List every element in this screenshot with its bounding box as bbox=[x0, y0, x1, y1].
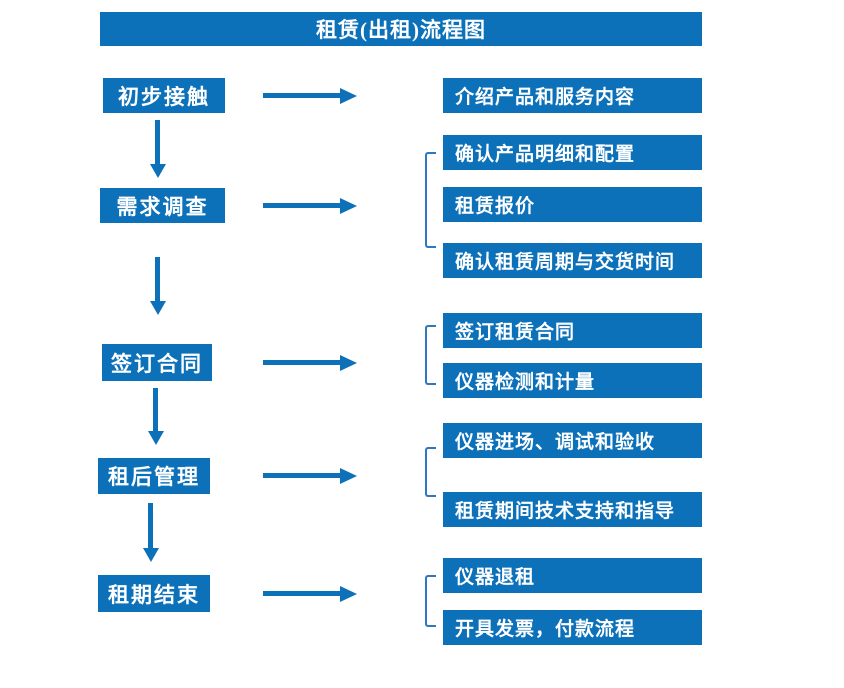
step-box-sign-contract: 签订合同 bbox=[102, 344, 212, 381]
diagram-title: 租赁(出租)流程图 bbox=[100, 12, 702, 46]
detail-box-confirm-period-delivery: 确认租赁周期与交货时间 bbox=[443, 243, 702, 278]
arrow-right-icon bbox=[263, 203, 340, 208]
arrow-right-icon bbox=[263, 360, 340, 365]
detail-box-confirm-product-config: 确认产品明细和配置 bbox=[443, 135, 702, 170]
arrow-down-icon bbox=[155, 120, 160, 164]
arrow-down-icon bbox=[148, 503, 153, 548]
arrow-right-icon bbox=[263, 591, 340, 596]
arrow-right-icon bbox=[263, 473, 340, 478]
arrow-right-icon bbox=[263, 93, 340, 98]
group-bracket bbox=[425, 152, 436, 248]
detail-box-sign-rental-contract: 签订租赁合同 bbox=[443, 313, 702, 348]
group-bracket bbox=[425, 325, 436, 385]
detail-box-invoice-payment: 开具发票，付款流程 bbox=[443, 610, 702, 645]
detail-box-rental-quote: 租赁报价 bbox=[443, 187, 702, 222]
detail-box-instrument-setup-acceptance: 仪器进场、调试和验收 bbox=[443, 423, 702, 458]
step-box-initial-contact: 初步接触 bbox=[103, 78, 225, 113]
detail-box-introduce-products: 介绍产品和服务内容 bbox=[443, 78, 702, 113]
step-box-rental-end: 租期结束 bbox=[98, 575, 210, 612]
group-bracket bbox=[425, 447, 436, 497]
step-box-demand-survey: 需求调查 bbox=[100, 188, 225, 223]
detail-box-technical-support: 租赁期间技术支持和指导 bbox=[443, 492, 702, 527]
step-box-post-rental-management: 租后管理 bbox=[98, 458, 210, 494]
detail-box-instrument-return: 仪器退租 bbox=[443, 558, 702, 593]
arrow-down-icon bbox=[153, 388, 158, 431]
detail-box-instrument-inspection: 仪器检测和计量 bbox=[443, 363, 702, 398]
group-bracket bbox=[425, 575, 436, 627]
arrow-down-icon bbox=[155, 257, 160, 301]
